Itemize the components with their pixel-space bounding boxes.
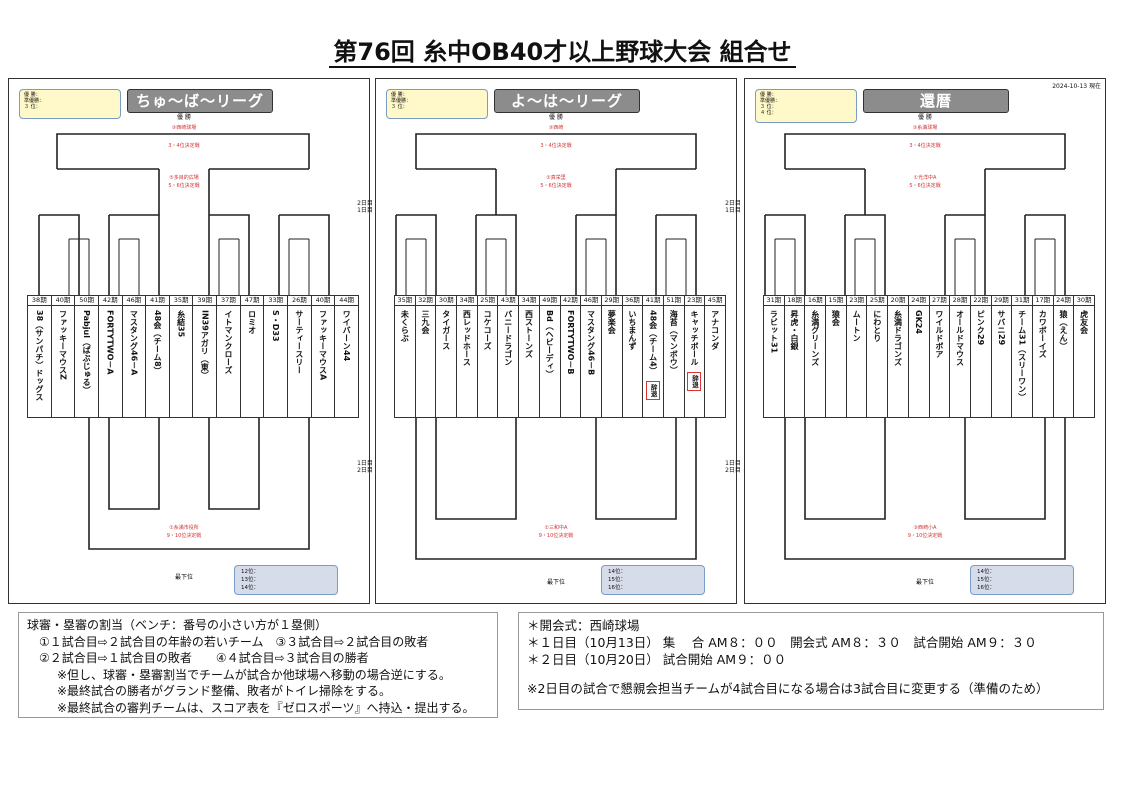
league-title: よ～は～リーグ [494, 89, 640, 113]
svg-text:最下位: 最下位 [547, 578, 565, 586]
withdrawn-badge: 辞退 [646, 380, 661, 400]
svg-text:9・10位決定戦: 9・10位決定戦 [908, 532, 943, 539]
umpire-notes: 球審・塁審の割当（ベンチ：番号の小さい方が１塁側） ①１試合目⇨２試合目の年齢の… [18, 612, 498, 718]
team-slot: 40期ファッキーマウスZ [51, 296, 76, 417]
svg-text:①三和中A: ①三和中A [545, 524, 568, 531]
svg-text:3・4位決定戦: 3・4位決定戦 [909, 142, 940, 149]
svg-text:③西崎球場: ③西崎球場 [172, 124, 196, 131]
team-list: 35期未くらぶ 32期三九会 30期タイガース 34期西レッドホース 25期コケ… [394, 295, 726, 418]
team-slot: 29期夢楽会 [601, 296, 623, 417]
as-of-date: 2024-10-13 現在 [1052, 83, 1101, 90]
svg-text:③西崎: ③西崎 [549, 124, 563, 131]
svg-text:優 勝: 優 勝 [177, 113, 191, 121]
league-title: 還暦 [863, 89, 1009, 113]
team-slot: 34期西ストーンズ [519, 296, 540, 417]
team-slot: 16期糸満グリーンズ [805, 296, 827, 417]
withdrawn-badge: 辞退 [687, 372, 702, 391]
team-slot: 23期キャッチボール辞退 [684, 296, 706, 417]
league-title: ちゅ～ば～リーグ [127, 89, 273, 113]
svg-text:③西崎小A: ③西崎小A [914, 524, 937, 531]
team-slot: 51期海苔（マンボウ） [663, 296, 685, 417]
team-slot: 43期バニードラゴン [498, 296, 520, 417]
team-slot: 40期ファッキーマウスA [311, 296, 336, 417]
team-slot: 45期アナコンダ [705, 296, 725, 417]
team-slot: 36期いちまんず [622, 296, 644, 417]
team-slot: 28期オールドマウス [950, 296, 971, 417]
team-list: 31期ラビット31 18期昇虎・白銀 16期糸満グリーンズ 15期猿会 23期ム… [763, 295, 1095, 418]
team-slot: 22期ピンク29 [970, 296, 992, 417]
svg-text:最下位: 最下位 [916, 578, 934, 586]
team-slot: 31期チーム31（スリーワン） [1012, 296, 1033, 417]
team-slot: 26期サーティースリー [288, 296, 312, 417]
svg-text:①糸満市役所: ①糸満市役所 [169, 524, 198, 531]
bracket-panel-yoha: 優 勝：準優勝：３ 位： よ～は～リーグ ③西崎 3・4位決定戦 ②真栄里 5・… [375, 78, 737, 604]
team-slot: 46期マスタング46－B [581, 296, 602, 417]
team-slot: 47期ロミオ [240, 296, 265, 417]
team-slot: 46期マスタング46－A [122, 296, 147, 417]
team-slot: 29期サバニ29 [991, 296, 1013, 417]
svg-text:③糸満球場: ③糸満球場 [913, 124, 937, 131]
team-slot: 35期未くらぶ [395, 296, 416, 417]
svg-text:⑤多目的広場: ⑤多目的広場 [169, 174, 198, 181]
team-slot: 32期三九会 [415, 296, 437, 417]
svg-text:9・10位決定戦: 9・10位決定戦 [539, 532, 574, 539]
team-slot: 35期糸結35 [169, 296, 194, 417]
svg-text:優 勝: 優 勝 [549, 113, 563, 121]
result-legend: 優 勝：準優勝：３ 位：４ 位： [755, 89, 857, 123]
tournament-bracket: ③糸満球場 3・4位決定戦 ①光洋中A 5・6位決定戦 ③西崎小A 9・10位決… [764, 113, 1066, 586]
team-slot: 25期コケコーズ [477, 296, 499, 417]
tournament-bracket: ③西崎 3・4位決定戦 ②真栄里 5・6位決定戦 ①三和中A 9・10位決定戦 … [395, 113, 697, 586]
team-slot: 27期ワイルドボア [929, 296, 951, 417]
team-slot: 25期にわとり [867, 296, 889, 417]
svg-text:最下位: 最下位 [175, 573, 193, 581]
bracket-panel-chuba: 優 勝： 準優勝： ３ 位： ちゅ～ば～リーグ ③西崎球場 3・4位決定戦 ⑤多 [8, 78, 370, 604]
svg-text:①光洋中A: ①光洋中A [914, 174, 937, 181]
team-slot: 20期糸満ドラゴンズ [888, 296, 909, 417]
team-slot: 18期昇虎・白銀 [784, 296, 806, 417]
team-slot: 34期西レッドホース [457, 296, 478, 417]
team-slot: 30期タイガース [436, 296, 458, 417]
tournament-bracket: ③西崎球場 3・4位決定戦 ⑤多目的広場 5・6位決定戦 ①糸満市役所 9・10… [38, 113, 330, 581]
team-slot: 37期イトマンクローズ [217, 296, 241, 417]
team-slot: 15期猿会 [826, 296, 847, 417]
svg-text:5・6位決定戦: 5・6位決定戦 [540, 182, 571, 189]
team-slot: 24期猿（えん） [1053, 296, 1075, 417]
svg-text:5・6位決定戦: 5・6位決定戦 [909, 182, 940, 189]
page-title: 第76回 糸中OB40才以上野球大会 組合せ [0, 32, 1125, 68]
bracket-panel-kanreki: 2024-10-13 現在 優 勝：準優勝：３ 位：４ 位： 還暦 ③糸満球場 … [744, 78, 1106, 604]
result-legend: 優 勝： 準優勝： ３ 位： [19, 89, 121, 119]
team-slot: 23期ムートン [846, 296, 868, 417]
svg-text:3・4位決定戦: 3・4位決定戦 [540, 142, 571, 149]
team-slot: 44期ワイバーン44 [335, 296, 358, 417]
svg-text:②真栄里: ②真栄里 [546, 174, 565, 181]
svg-text:3・4位決定戦: 3・4位決定戦 [168, 142, 199, 149]
team-slot: 30期虎友会 [1074, 296, 1094, 417]
result-legend: 優 勝：準優勝：３ 位： [386, 89, 488, 119]
rank-box: 12位：13位：14位： [234, 565, 338, 595]
rank-box: 14位：15位：16位： [970, 565, 1074, 595]
team-slot: 31期ラビット31 [764, 296, 785, 417]
team-slot: 17期カワボーイズ [1032, 296, 1054, 417]
svg-text:優 勝: 優 勝 [918, 113, 932, 121]
svg-text:9・10位決定戦: 9・10位決定戦 [167, 532, 202, 539]
rank-box: 14位：15位：16位： [601, 565, 705, 595]
svg-text:5・6位決定戦: 5・6位決定戦 [168, 182, 199, 189]
schedule-notes: ＊開会式：西崎球場 ＊１日目（10月13日） 集 合 AM８：００ 開会式 AM… [518, 612, 1104, 710]
